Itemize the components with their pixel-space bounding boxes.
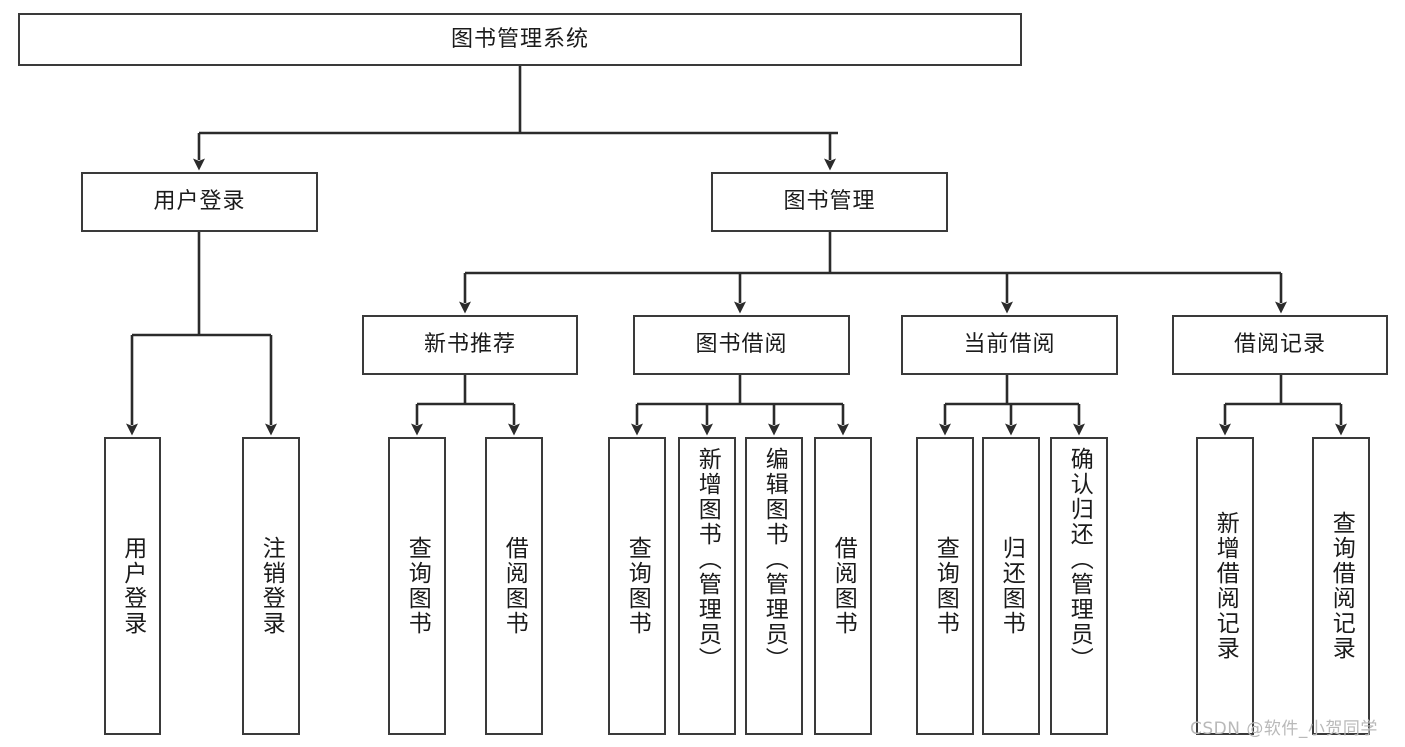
leaf-query-borrow-record-label: 查询借阅记录 — [1328, 511, 1355, 661]
leaf-query-book-borrow[interactable]: 查询图书 — [608, 437, 666, 735]
edges-borrow-record — [1219, 375, 1347, 436]
leaf-borrow-book[interactable]: 借阅图书 — [814, 437, 872, 735]
node-book-borrow-label: 图书借阅 — [695, 332, 788, 358]
edges-book-manage — [459, 232, 1287, 314]
edges-root — [193, 66, 838, 171]
leaf-return-book-label: 归还图书 — [998, 536, 1025, 636]
leaf-add-borrow-record[interactable]: 新增借阅记录 — [1196, 437, 1254, 735]
leaf-confirm-return-label: 确认归还（管理员） — [1066, 447, 1093, 672]
node-new-book-recommend-label: 新书推荐 — [423, 332, 516, 358]
leaf-query-book-borrow-label: 查询图书 — [624, 536, 651, 636]
node-current-borrow-label: 当前借阅 — [963, 332, 1056, 358]
leaf-query-borrow-record[interactable]: 查询借阅记录 — [1312, 437, 1370, 735]
leaf-add-book-label: 新增图书（管理员） — [694, 447, 721, 672]
leaf-borrow-book-label: 借阅图书 — [830, 536, 857, 636]
leaf-user-login-label: 用户登录 — [119, 536, 146, 636]
leaf-query-book-current[interactable]: 查询图书 — [916, 437, 974, 735]
node-borrow-record[interactable]: 借阅记录 — [1172, 315, 1388, 375]
node-current-borrow[interactable]: 当前借阅 — [901, 315, 1118, 375]
node-book-manage[interactable]: 图书管理 — [711, 172, 948, 232]
leaf-borrow-book-recommend-label: 借阅图书 — [501, 536, 528, 636]
node-new-book-recommend[interactable]: 新书推荐 — [362, 315, 578, 375]
edges-new-book-rec — [411, 375, 520, 436]
edges-book-borrow — [631, 375, 849, 436]
csdn-watermark: CSDN @软件_小贺同学 — [1190, 719, 1378, 739]
node-borrow-record-label: 借阅记录 — [1233, 332, 1326, 358]
leaf-query-book-recommend[interactable]: 查询图书 — [388, 437, 446, 735]
leaf-return-book[interactable]: 归还图书 — [982, 437, 1040, 735]
leaf-user-login[interactable]: 用户登录 — [104, 437, 161, 735]
leaf-add-book[interactable]: 新增图书（管理员） — [678, 437, 736, 735]
node-root[interactable]: 图书管理系统 — [18, 13, 1022, 66]
leaf-confirm-return[interactable]: 确认归还（管理员） — [1050, 437, 1108, 735]
leaf-logout[interactable]: 注销登录 — [242, 437, 300, 735]
node-user-login[interactable]: 用户登录 — [81, 172, 318, 232]
leaf-query-book-current-label: 查询图书 — [932, 536, 959, 636]
node-root-label: 图书管理系统 — [450, 26, 589, 52]
node-user-login-label: 用户登录 — [153, 189, 246, 215]
leaf-logout-label: 注销登录 — [258, 536, 285, 636]
node-book-manage-label: 图书管理 — [783, 189, 876, 215]
edges-current-borrow — [939, 375, 1085, 436]
leaf-query-book-recommend-label: 查询图书 — [404, 536, 431, 636]
leaf-borrow-book-recommend[interactable]: 借阅图书 — [485, 437, 543, 735]
leaf-edit-book-label: 编辑图书（管理员） — [761, 447, 788, 672]
leaf-edit-book[interactable]: 编辑图书（管理员） — [745, 437, 803, 735]
node-book-borrow[interactable]: 图书借阅 — [633, 315, 850, 375]
edges-user-login — [126, 232, 277, 436]
leaf-add-borrow-record-label: 新增借阅记录 — [1212, 511, 1239, 661]
